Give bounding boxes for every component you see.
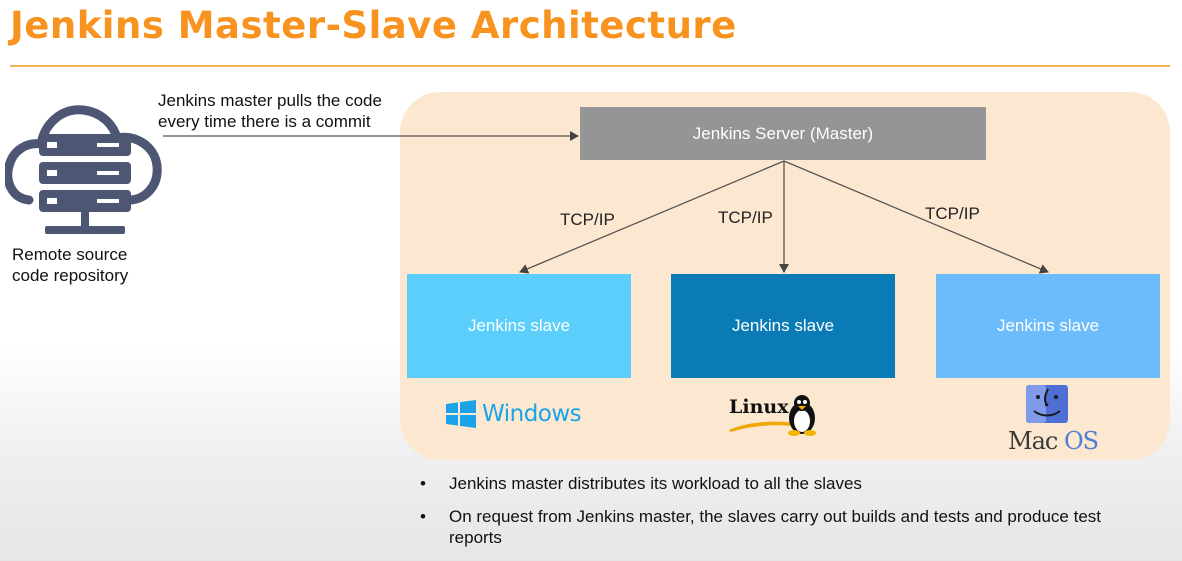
linux-logo-text: Linux — [729, 396, 789, 418]
mac-os-logo-text: Mac OS — [1008, 427, 1099, 455]
repository-label: Remote source code repository — [12, 244, 128, 286]
bullet-dot-icon: • — [420, 507, 426, 526]
bullet-item: • On request from Jenkins master, the sl… — [420, 506, 1140, 548]
commit-note-line-1: Jenkins master pulls the code — [158, 91, 382, 110]
windows-icon — [446, 400, 476, 428]
page-title: Jenkins Master-Slave Architecture — [10, 4, 737, 47]
bullet-text: On request from Jenkins master, the slav… — [449, 507, 1101, 547]
master-to-slave-1-arrow — [519, 160, 785, 274]
cloud-server-icon — [5, 105, 162, 234]
mac-os-text-part1: Mac — [1008, 427, 1058, 455]
tux-penguin-icon — [788, 395, 816, 436]
master-to-slave-3-arrow — [783, 160, 1049, 274]
jenkins-slave-windows: Jenkins slave — [407, 274, 631, 378]
connection-label-1: TCP/IP — [560, 210, 615, 229]
mac-os-text-part2: OS — [1063, 427, 1099, 455]
bullet-dot-icon: • — [420, 474, 426, 493]
bullet-list: • Jenkins master distributes its workloa… — [420, 473, 1140, 560]
title-divider — [10, 65, 1170, 67]
connection-label-2: TCP/IP — [718, 208, 773, 227]
linux-logo: Linux — [727, 394, 819, 436]
jenkins-slave-mac: Jenkins slave — [936, 274, 1160, 378]
commit-note-line-2: every time there is a commit — [158, 112, 371, 131]
windows-logo-text: Windows — [482, 401, 582, 427]
commit-note: Jenkins master pulls the code every time… — [158, 90, 382, 132]
windows-logo: Windows — [446, 400, 582, 428]
mac-finder-icon — [1026, 385, 1068, 423]
bullet-text: Jenkins master distributes its workload … — [449, 474, 862, 493]
jenkins-master-box: Jenkins Server (Master) — [580, 107, 986, 160]
repository-label-line-2: code repository — [12, 266, 129, 285]
jenkins-slave-linux: Jenkins slave — [671, 274, 895, 378]
bullet-item: • Jenkins master distributes its workloa… — [420, 473, 1140, 494]
repository-label-line-1: Remote source — [12, 245, 128, 264]
connection-label-3: TCP/IP — [925, 204, 980, 223]
linux-swoosh-icon — [729, 421, 795, 432]
